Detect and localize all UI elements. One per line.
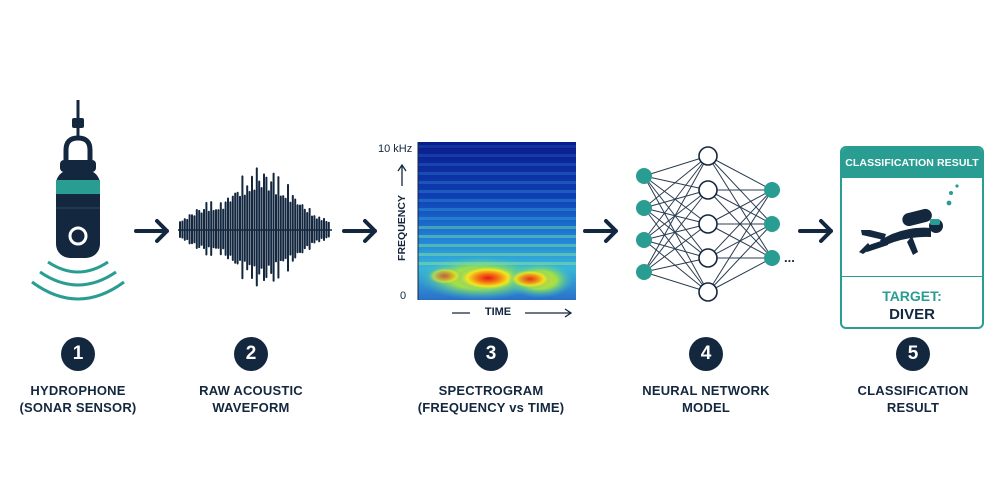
network-edge [707, 189, 773, 293]
step-label-line: WAVEFORM [212, 400, 290, 415]
target-label: TARGET: [882, 288, 942, 304]
card-header: CLASSIFICATION RESULT [842, 148, 982, 178]
network-edge [643, 257, 709, 273]
network-edge [643, 223, 709, 241]
network-edge [643, 175, 709, 191]
network-edge [643, 239, 709, 259]
step-label-spectrogram: SPECTROGRAM (FREQUENCY vs TIME) [396, 382, 586, 416]
hidden-node [698, 282, 718, 302]
network-edge [643, 207, 709, 225]
arrow-right-icon [583, 219, 618, 243]
output-node [764, 216, 780, 232]
output-node [764, 250, 780, 266]
network-edge [643, 223, 709, 273]
spectrogram-band [418, 190, 576, 193]
network-edge [643, 239, 709, 293]
step-label-neural-network: NEURAL NETWORK MODEL [611, 382, 801, 416]
network-edge [643, 175, 709, 225]
hidden-node [698, 214, 718, 234]
step-number-badge: 1 [61, 337, 95, 371]
spectrogram-band [418, 244, 576, 247]
step-label-line: RESULT [886, 400, 940, 415]
spectrogram-band [418, 208, 576, 211]
network-edge [643, 155, 709, 273]
step-label-line: CLASSIFICATION [857, 383, 969, 398]
step-label-hydrophone: HYDROPHONE (SONAR SENSOR) [0, 382, 173, 416]
network-edge [643, 271, 709, 293]
network-edge [643, 207, 709, 259]
step-label-line: RAW ACOUSTIC [199, 383, 303, 398]
network-edge [643, 155, 709, 209]
network-edge [643, 155, 709, 241]
step-label-line: MODEL [682, 400, 730, 415]
time-axis-arrows [452, 308, 573, 318]
input-node [636, 200, 652, 216]
network-edge [643, 189, 709, 273]
spectrogram-band [418, 181, 576, 184]
waveform-graphic [178, 167, 332, 287]
step-number-badge: 5 [896, 337, 930, 371]
step-label-line: (FREQUENCY vs TIME) [417, 400, 565, 415]
frequency-axis-arrow [397, 163, 407, 186]
step-number-badge: 2 [234, 337, 268, 371]
arrow-right-icon [798, 219, 833, 243]
network-edge [707, 257, 773, 293]
step-label-classification: CLASSIFICATION RESULT [818, 382, 1000, 416]
target-value: DIVER [889, 306, 935, 323]
network-edge [707, 189, 773, 225]
step-label-line: HYDROPHONE [30, 383, 126, 398]
hydrophone-icon [31, 100, 125, 301]
step-number-badge: 4 [689, 337, 723, 371]
spectrogram-band [418, 253, 576, 256]
output-node [764, 182, 780, 198]
step-label-line: NEURAL NETWORK [642, 383, 770, 398]
input-node [636, 264, 652, 280]
hidden-node [698, 180, 718, 200]
network-edge [643, 207, 709, 293]
spectrogram-band [418, 199, 576, 202]
spectrogram-band [418, 172, 576, 175]
neural-network-graphic [636, 146, 780, 302]
hidden-node [698, 146, 718, 166]
spectrogram-band [418, 163, 576, 166]
spectrogram-x-axis-label: TIME [484, 306, 512, 318]
spectrogram-band [418, 145, 576, 148]
spectrogram-band [418, 226, 576, 229]
step-label-line: (SONAR SENSOR) [19, 400, 137, 415]
spectrogram-band [418, 154, 576, 157]
network-edge [707, 155, 773, 191]
network-edge [643, 175, 709, 259]
arrow-right-icon [342, 219, 377, 243]
network-edge [643, 189, 709, 209]
spectrogram-y-top-label: 10 kHz [378, 143, 413, 155]
network-ellipsis: ... [784, 250, 795, 265]
spectrogram-y-bottom-label: 0 [400, 290, 407, 302]
input-node [636, 168, 652, 184]
arrow-right-icon [134, 219, 169, 243]
network-edge [643, 175, 709, 293]
network-edge [707, 223, 773, 293]
input-node [636, 232, 652, 248]
step-label-line: SPECTROGRAM [438, 383, 544, 398]
spectrogram-band [418, 262, 576, 265]
network-edge [643, 155, 709, 177]
spectrogram-band [418, 217, 576, 220]
step-label-waveform: RAW ACOUSTIC WAVEFORM [156, 382, 346, 416]
step-number-badge: 3 [474, 337, 508, 371]
spectrogram-band [418, 235, 576, 238]
network-edge [707, 189, 773, 259]
card-divider [842, 276, 982, 277]
spectrogram-graphic [417, 142, 576, 300]
hidden-node [698, 248, 718, 268]
